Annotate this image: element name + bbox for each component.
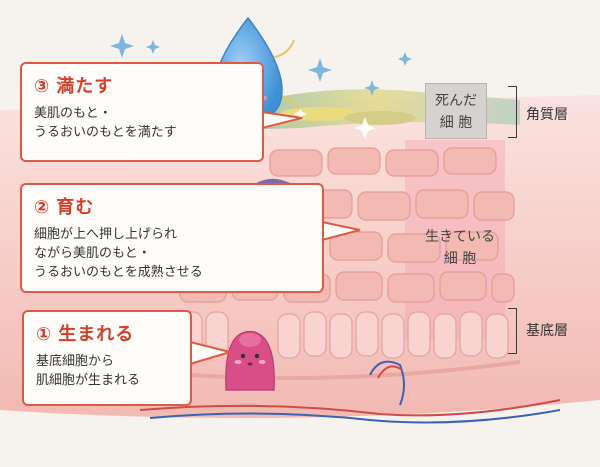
stratum-corneum-label: 角質層 [526, 107, 568, 123]
blood-vessel-loop [377, 365, 403, 379]
blood-vessel-loop [369, 360, 405, 406]
basement-membrane [149, 360, 521, 381]
callout-body: 基底細胞から 肌細胞が生まれる [36, 354, 141, 388]
blood-vessel-red [139, 399, 561, 417]
callout-body: 美肌のもと・ うるおいのもとを満たす [34, 106, 177, 140]
callout-title: 満たす [56, 76, 114, 97]
dead-cell-label: 死んだ 細 胞 [425, 83, 487, 139]
basal-layer-bracket [508, 308, 517, 354]
blood-vessel-blue [149, 409, 561, 424]
basal-layer-label: 基底層 [526, 323, 568, 339]
step-number: ② [34, 197, 51, 218]
sparkle-icon [110, 34, 412, 96]
basal-cells [179, 311, 509, 359]
callout-body: 細胞が上へ押し上げられ ながら美肌のもと・ うるおいのもとを成熟させる [34, 227, 203, 280]
step-number: ③ [34, 76, 51, 97]
dead-cell [344, 111, 416, 125]
living-cell-label: 生きている 細 胞 [425, 229, 495, 267]
callout-title: 育む [56, 197, 95, 218]
step-number: ① [36, 324, 53, 345]
sparkle-icon [293, 107, 376, 139]
callout-title: 生まれる [58, 324, 135, 345]
stratum-corneum-bracket [508, 86, 517, 138]
